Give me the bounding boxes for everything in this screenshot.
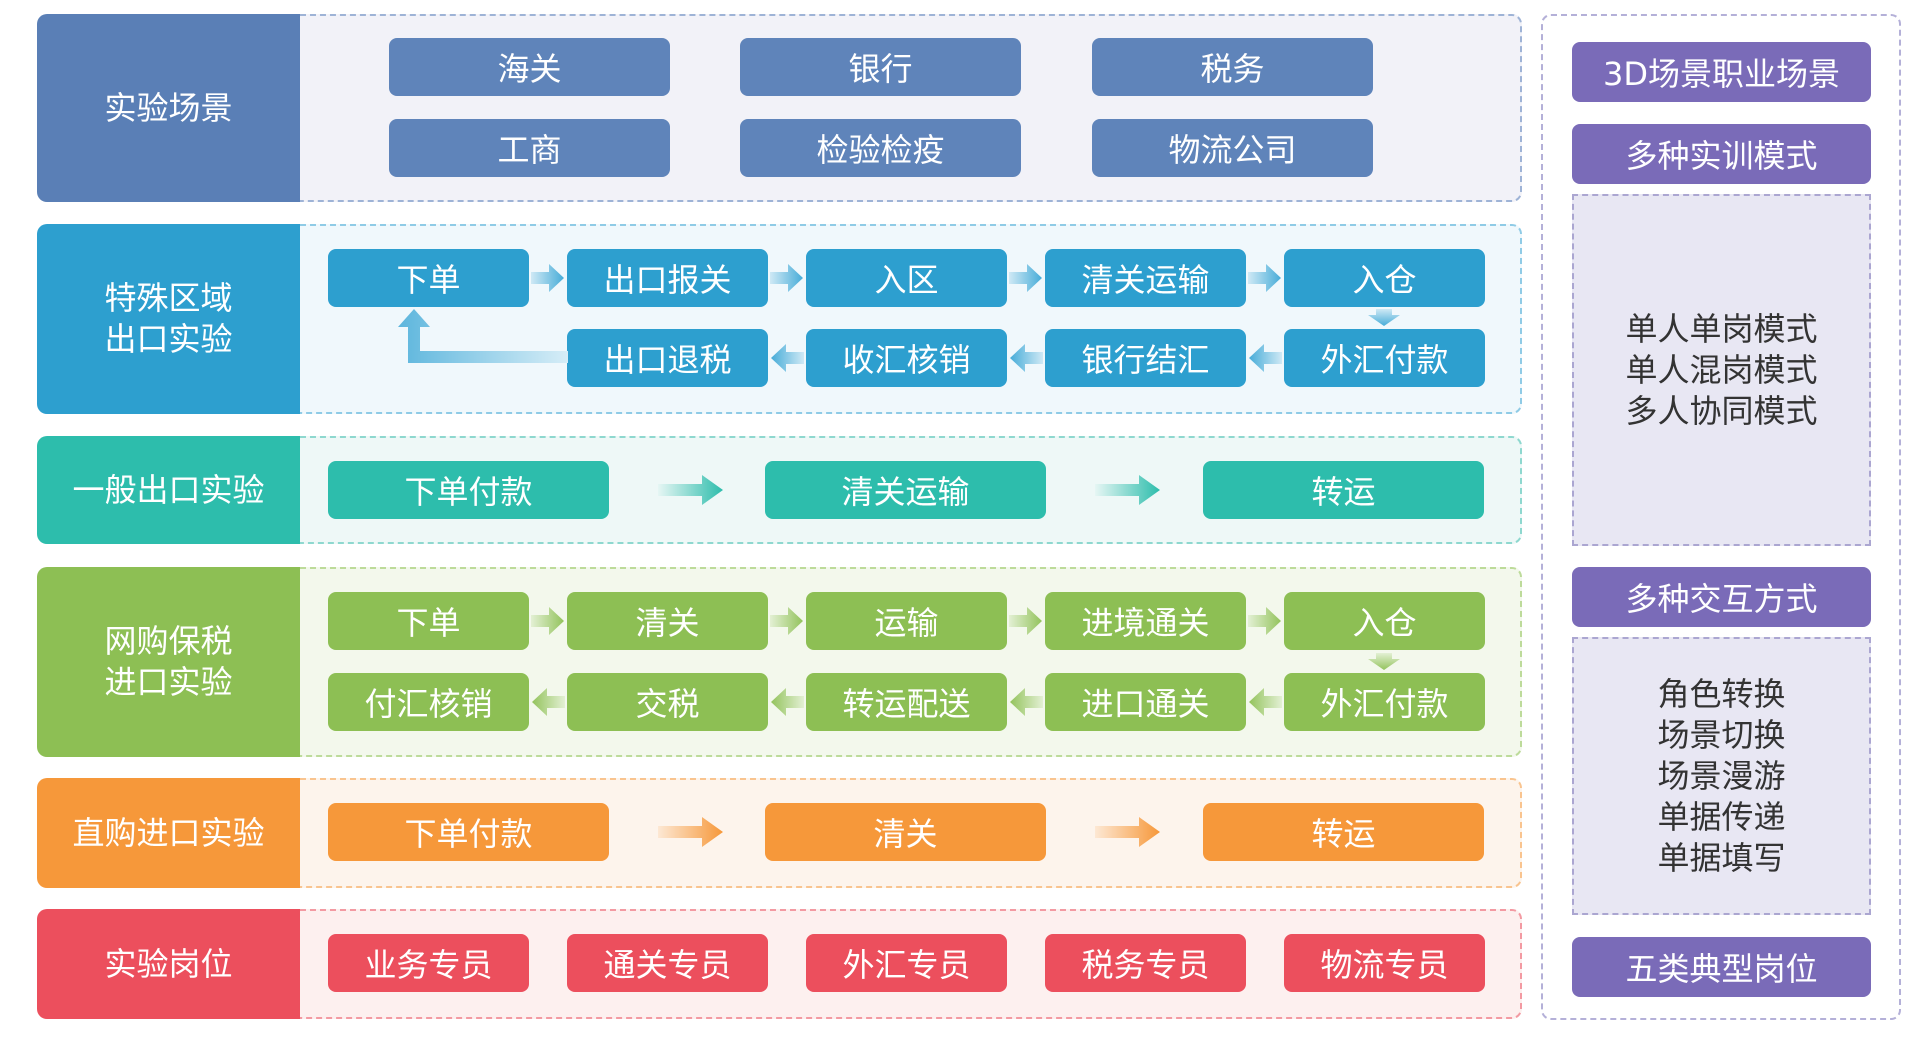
scene-logistics[interactable]: 物流公司 xyxy=(1092,119,1373,177)
arrow-right-icon xyxy=(531,264,564,292)
online-step-import-clearance[interactable]: 进口通关 xyxy=(1045,673,1246,731)
arrow-right-icon xyxy=(1095,475,1160,505)
row-label-direct: 直购进口实验 xyxy=(37,778,300,888)
direct-step-order-payment[interactable]: 下单付款 xyxy=(328,803,609,861)
special-step-enter-zone[interactable]: 入区 xyxy=(806,249,1007,307)
arrow-left-icon xyxy=(771,688,804,716)
online-step-transship-delivery[interactable]: 转运配送 xyxy=(806,673,1007,731)
special-step-collection-verification[interactable]: 收汇核销 xyxy=(806,329,1007,387)
return-arrow-icon xyxy=(398,309,568,363)
direct-step-transship[interactable]: 转运 xyxy=(1203,803,1484,861)
interaction-item: 单据填写 xyxy=(1657,838,1786,877)
arrow-left-icon xyxy=(1010,688,1043,716)
arrow-down-icon xyxy=(1368,309,1400,326)
arrow-right-icon xyxy=(1095,817,1160,847)
arrow-left-icon xyxy=(1249,344,1282,372)
mode-item: 多人协同模式 xyxy=(1625,391,1818,430)
interaction-item: 场景切换 xyxy=(1657,715,1786,754)
row-label-special: 特殊区域 出口实验 xyxy=(37,224,300,414)
scene-inspection[interactable]: 检验检疫 xyxy=(740,119,1021,177)
scene-tax[interactable]: 税务 xyxy=(1092,38,1373,96)
arrow-right-icon xyxy=(1009,607,1042,635)
general-step-clearance-transport[interactable]: 清关运输 xyxy=(765,461,1046,519)
position-customs[interactable]: 通关专员 xyxy=(567,934,768,992)
row-label-scene: 实验场景 xyxy=(37,14,300,202)
row-label-positions: 实验岗位 xyxy=(37,909,300,1019)
special-step-export-declaration[interactable]: 出口报关 xyxy=(567,249,768,307)
arrow-right-icon xyxy=(531,607,564,635)
arrow-right-icon xyxy=(770,607,803,635)
online-step-pay-tax[interactable]: 交税 xyxy=(567,673,768,731)
position-logistics[interactable]: 物流专员 xyxy=(1284,934,1485,992)
position-forex[interactable]: 外汇专员 xyxy=(806,934,1007,992)
interaction-item: 单据传递 xyxy=(1657,797,1786,836)
side-header-training-modes[interactable]: 多种实训模式 xyxy=(1572,124,1871,184)
online-step-warehouse[interactable]: 入仓 xyxy=(1284,592,1485,650)
general-step-transship[interactable]: 转运 xyxy=(1203,461,1484,519)
online-step-entry-clearance[interactable]: 进境通关 xyxy=(1045,592,1246,650)
interaction-item: 角色转换 xyxy=(1657,674,1786,713)
special-step-export-tax-refund[interactable]: 出口退税 xyxy=(567,329,768,387)
arrow-left-icon xyxy=(771,344,804,372)
online-step-order[interactable]: 下单 xyxy=(328,592,529,650)
training-modes-box: 单人单岗模式 单人混岗模式 多人协同模式 xyxy=(1572,194,1871,546)
special-step-order[interactable]: 下单 xyxy=(328,249,529,307)
arrow-right-icon xyxy=(1248,264,1281,292)
special-step-warehouse[interactable]: 入仓 xyxy=(1284,249,1485,307)
arrow-right-icon xyxy=(658,817,723,847)
row-label-online: 网购保税 进口实验 xyxy=(37,567,300,757)
row-label-general: 一般出口实验 xyxy=(37,436,300,544)
special-step-forex-payment[interactable]: 外汇付款 xyxy=(1284,329,1485,387)
arrow-right-icon xyxy=(770,264,803,292)
online-step-clearance[interactable]: 清关 xyxy=(567,592,768,650)
side-header-typical-positions[interactable]: 五类典型岗位 xyxy=(1572,937,1871,997)
online-step-transport[interactable]: 运输 xyxy=(806,592,1007,650)
online-step-payment-verification[interactable]: 付汇核销 xyxy=(328,673,529,731)
arrow-left-icon xyxy=(1249,688,1282,716)
special-step-clearance-transport[interactable]: 清关运输 xyxy=(1045,249,1246,307)
mode-item: 单人单岗模式 xyxy=(1625,309,1818,348)
position-business[interactable]: 业务专员 xyxy=(328,934,529,992)
position-tax[interactable]: 税务专员 xyxy=(1045,934,1246,992)
side-header-interaction-methods[interactable]: 多种交互方式 xyxy=(1572,567,1871,627)
general-step-order-payment[interactable]: 下单付款 xyxy=(328,461,609,519)
direct-step-clearance[interactable]: 清关 xyxy=(765,803,1046,861)
scene-commerce[interactable]: 工商 xyxy=(389,119,670,177)
arrow-right-icon xyxy=(658,475,723,505)
interaction-methods-box: 角色转换 场景切换 场景漫游 单据传递 单据填写 xyxy=(1572,637,1871,915)
arrow-right-icon xyxy=(1009,264,1042,292)
side-header-3d-scene[interactable]: 3D场景职业场景 xyxy=(1572,42,1871,102)
arrow-left-icon xyxy=(1010,344,1043,372)
arrow-right-icon xyxy=(1248,607,1281,635)
special-step-bank-settlement[interactable]: 银行结汇 xyxy=(1045,329,1246,387)
online-step-forex-payment[interactable]: 外汇付款 xyxy=(1284,673,1485,731)
interaction-item: 场景漫游 xyxy=(1657,756,1786,795)
arrow-left-icon xyxy=(532,688,565,716)
scene-bank[interactable]: 银行 xyxy=(740,38,1021,96)
arrow-down-icon xyxy=(1368,653,1400,670)
scene-customs[interactable]: 海关 xyxy=(389,38,670,96)
mode-item: 单人混岗模式 xyxy=(1625,350,1818,389)
